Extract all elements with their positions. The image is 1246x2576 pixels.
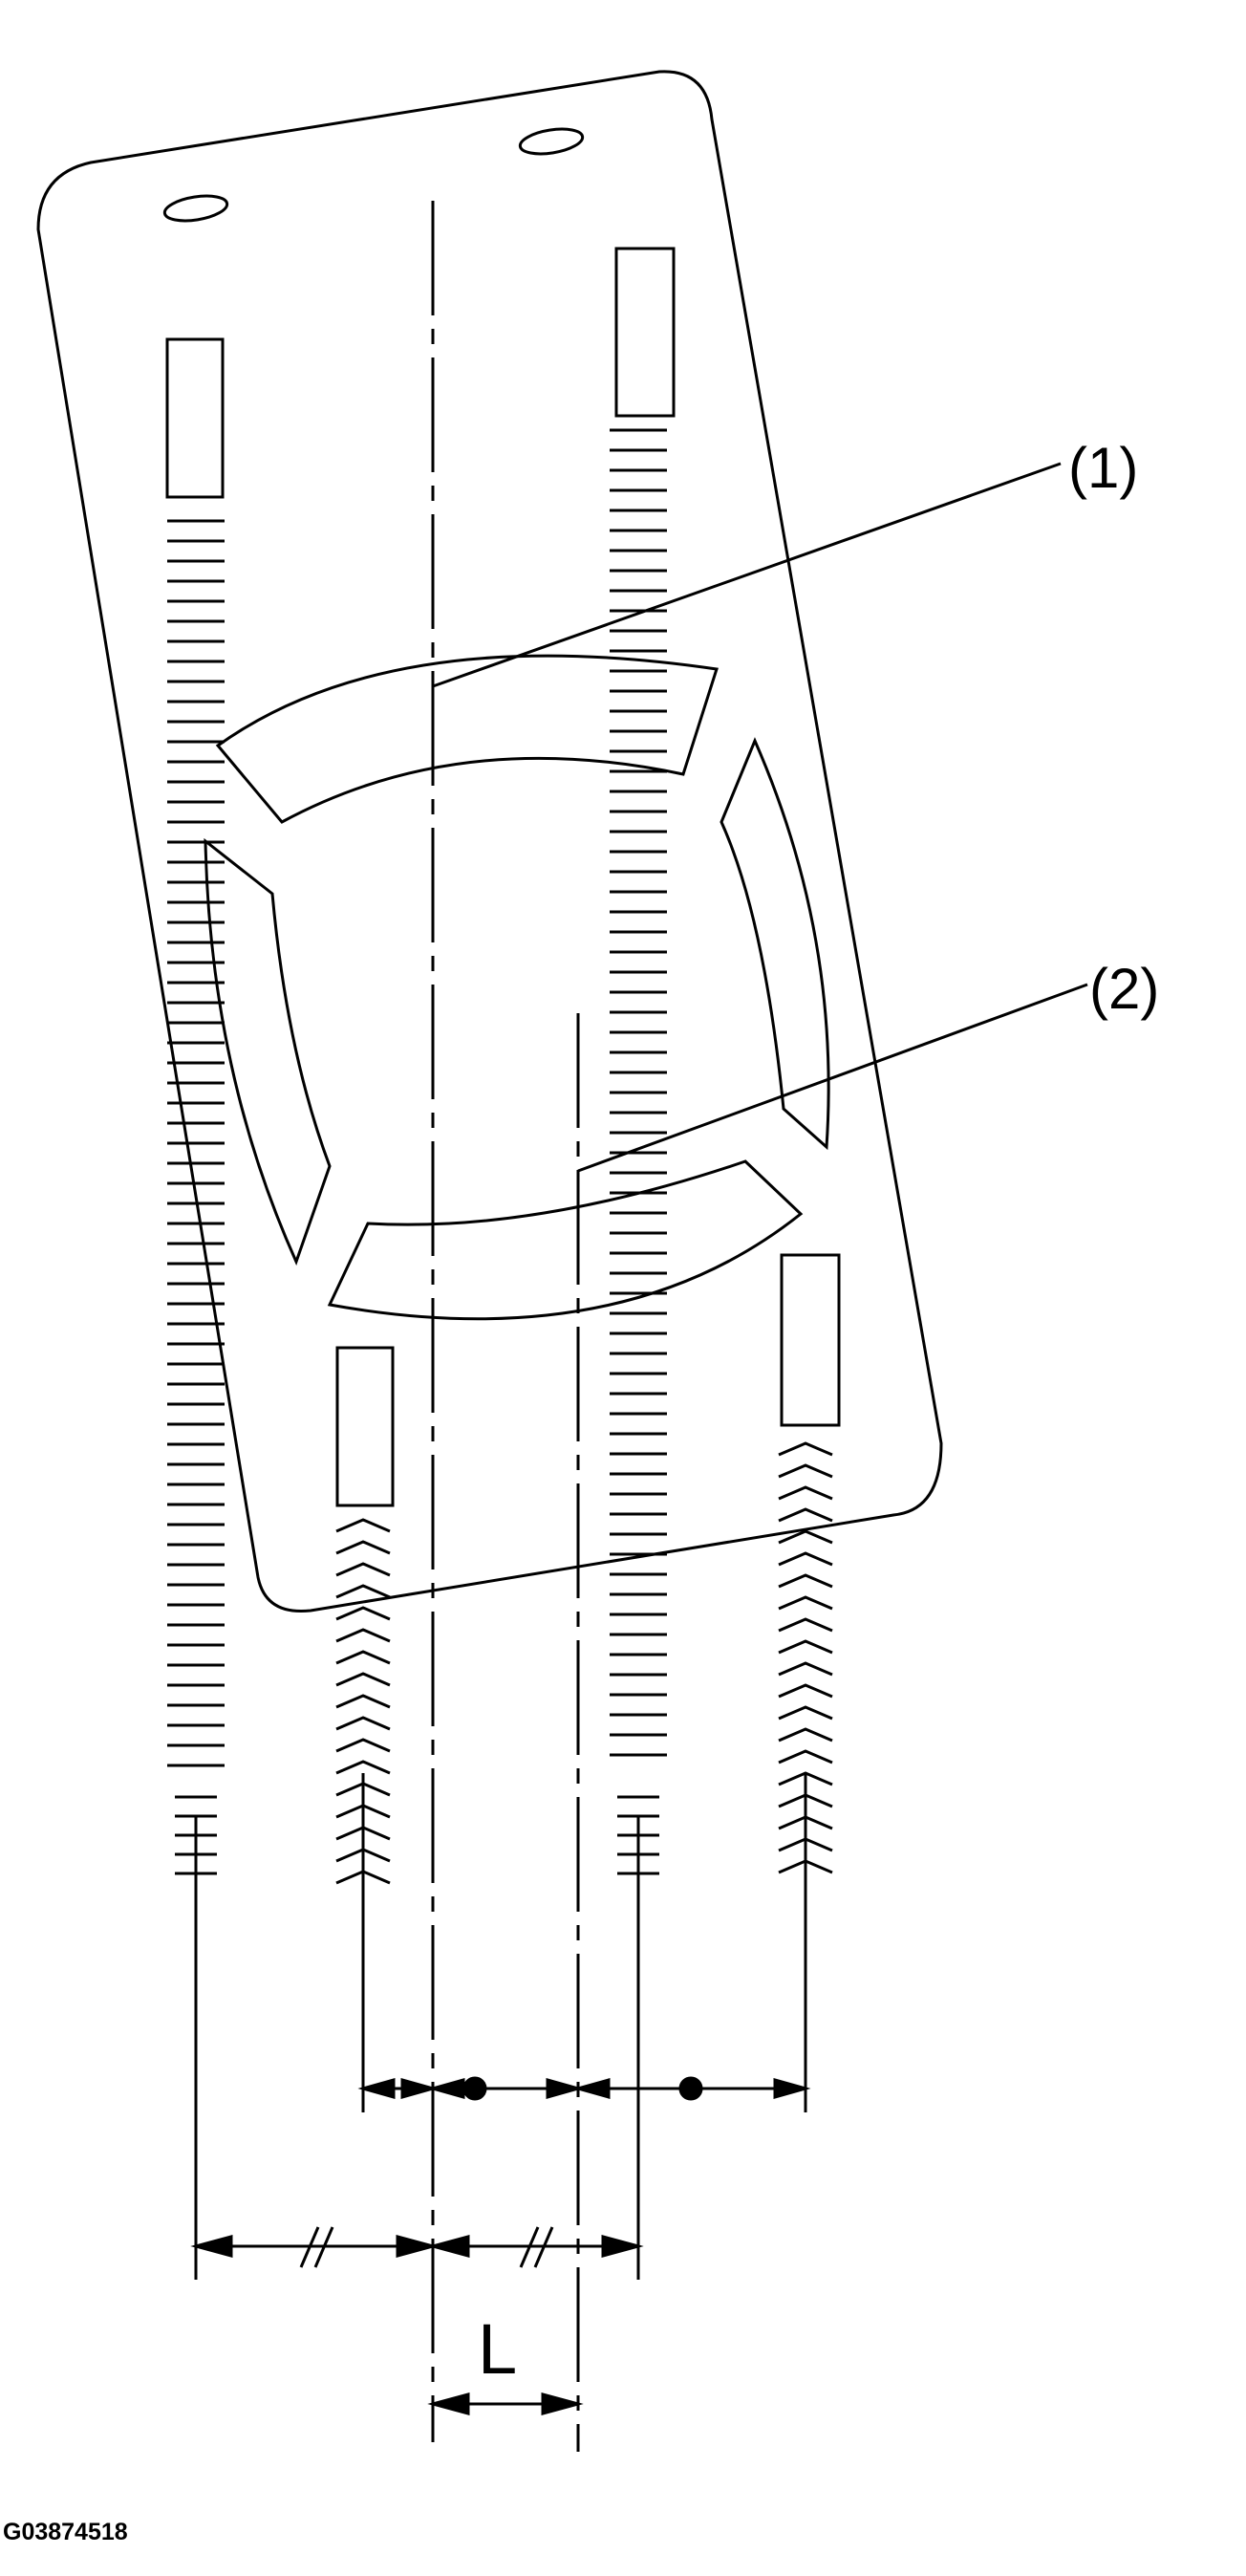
track-chevron [335, 1694, 391, 1709]
track-chevron [778, 1441, 833, 1457]
callout-1: (1) [1068, 436, 1138, 500]
callout-2: (2) [1089, 957, 1159, 1021]
equal-tick-right-a [519, 2226, 540, 2268]
track-chevron [335, 1760, 391, 1775]
track-chevron [778, 1595, 833, 1611]
equal-dot-left [462, 2076, 487, 2101]
track-chevron [778, 1705, 833, 1721]
extension-lines [194, 1773, 807, 2280]
track-chevron [778, 1639, 833, 1655]
track-chevron [335, 1584, 391, 1599]
figure-code: G03874518 [3, 2519, 128, 2545]
track-chevron [778, 1573, 833, 1589]
track-chevron [335, 1540, 391, 1555]
track-chevron [778, 1507, 833, 1523]
steering-wheel [204, 654, 830, 1321]
equal-tick-left-b [313, 2226, 334, 2268]
track-chevron [778, 1463, 833, 1479]
track-chevron [778, 1551, 833, 1567]
track-chevron [335, 1628, 391, 1643]
track-chevron [335, 1672, 391, 1687]
wheel-blocks [165, 247, 841, 1507]
track-chevron [778, 1683, 833, 1699]
track-chevron [335, 1562, 391, 1577]
track-chevron [778, 1529, 833, 1545]
track-chevron [778, 1727, 833, 1743]
track-chevron [778, 1661, 833, 1677]
leader-lines [432, 462, 1088, 1173]
track-chevron [335, 1606, 391, 1621]
vehicle-body [36, 70, 943, 1613]
front-tire-tracks [335, 1441, 833, 1885]
equal-dot-right [678, 2076, 703, 2101]
equal-tick-left-a [299, 2226, 320, 2268]
track-chevron [778, 1617, 833, 1633]
dimension-label-l: L [478, 2309, 517, 2389]
track-chevron [335, 1518, 391, 1533]
centerlines [431, 201, 580, 2452]
track-chevron [335, 1716, 391, 1731]
mount-holes [162, 127, 585, 223]
track-chevron [335, 1738, 391, 1753]
dimension-arrows [190, 2076, 811, 2415]
equal-tick-right-b [533, 2226, 554, 2268]
track-chevron [778, 1485, 833, 1501]
rear-tire-tracks [167, 428, 667, 1875]
track-chevron [335, 1650, 391, 1665]
track-chevron [778, 1749, 833, 1764]
